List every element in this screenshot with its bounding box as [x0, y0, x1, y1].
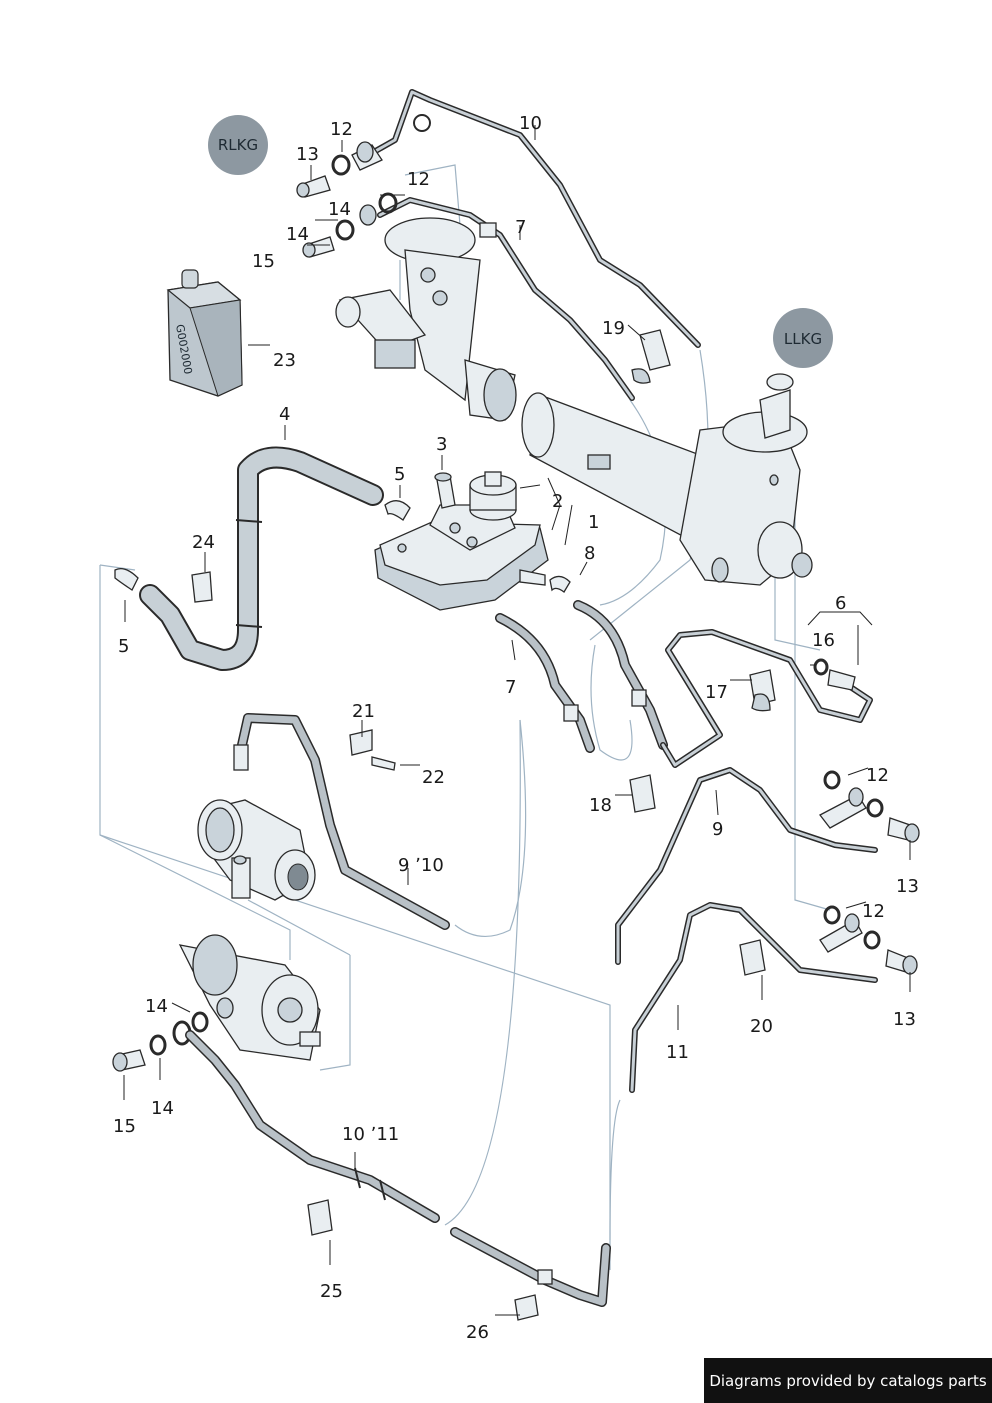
callout-8: 8: [584, 543, 595, 564]
callout-21: 21: [352, 701, 375, 722]
callout-22: 22: [422, 767, 445, 788]
rlkg-badge-text: RLKG: [218, 136, 258, 154]
fluid-reservoir: [374, 471, 549, 611]
callout-13a: 13: [296, 144, 319, 165]
callout-16: 16: [812, 630, 835, 651]
callout-15a: 15: [252, 251, 275, 272]
return-pipe-7-upper: [377, 197, 635, 401]
pipe-11-right: [629, 902, 878, 1093]
callout-15b: 15: [113, 1116, 136, 1137]
pipe-9-right: [615, 767, 878, 965]
pressure-line-9-10: [233, 713, 450, 930]
callout-14a: 14: [328, 199, 351, 220]
hose-clamps: [114, 500, 571, 603]
callout-4: 4: [279, 404, 290, 425]
callout-5b: 5: [118, 636, 129, 657]
callout-9-10: 9 ʼ10: [398, 855, 444, 876]
llkg-badge-text: LLKG: [784, 330, 822, 348]
callout-24: 24: [192, 532, 215, 553]
callout-19: 19: [602, 318, 625, 339]
callout-9a: 9: [712, 819, 723, 840]
callout-12a: 12: [330, 119, 353, 140]
power-steering-pump-lower: [178, 934, 321, 1061]
callout-11: 11: [666, 1042, 689, 1063]
bolt-3: [434, 472, 456, 509]
right-fittings: [823, 770, 920, 975]
callout-1: 1: [588, 512, 599, 533]
callout-10-11: 10 ʼ11: [342, 1124, 399, 1145]
callout-6: 6: [835, 593, 846, 614]
return-hose-right: [573, 600, 668, 750]
llkg-badge: LLKG: [773, 308, 833, 368]
callout-23: 23: [273, 350, 296, 371]
callout-18: 18: [589, 795, 612, 816]
steering-gear-upper: [335, 217, 517, 422]
rlkg-badge: RLKG: [208, 115, 268, 175]
callout-leaders: [123, 125, 911, 1316]
return-hose-7-lower: [495, 613, 595, 753]
pressure-pipe-10: [351, 89, 701, 348]
callout-10: 10: [519, 113, 542, 134]
callout-26: 26: [466, 1322, 489, 1343]
callout-25: 25: [320, 1281, 343, 1302]
power-steering-pump-upper: [197, 799, 316, 901]
pipe-holders: [307, 329, 776, 1321]
hydraulic-fluid-container: G002000: [166, 269, 243, 397]
callout-numbers: 1 2 3 4 5 5 6 7 7 8 9 9 ʼ10 10 10 ʼ11 11…: [113, 113, 919, 1343]
top-fittings: [296, 141, 398, 258]
steering-gear-rack: [521, 373, 813, 586]
callout-14b: 14: [286, 224, 309, 245]
callout-13b: 13: [896, 876, 919, 897]
callout-13c: 13: [893, 1009, 916, 1030]
attribution-label: Diagrams provided by catalogs parts: [704, 1358, 992, 1403]
callout-14c: 14: [145, 996, 168, 1017]
callout-5a: 5: [394, 464, 405, 485]
callout-12b: 12: [407, 169, 430, 190]
callout-3: 3: [436, 434, 447, 455]
lower-pipe-26: [450, 1227, 611, 1307]
callout-12c: 12: [866, 765, 889, 786]
intake-hose-4: [139, 446, 384, 671]
callout-7b: 7: [505, 677, 516, 698]
lower-hose-10-11: [185, 1030, 440, 1223]
callout-7a: 7: [515, 217, 526, 238]
callout-20: 20: [750, 1016, 773, 1037]
return-pipe-6: [660, 629, 873, 768]
callout-2: 2: [552, 491, 563, 512]
callout-12d: 12: [862, 901, 885, 922]
callout-14d: 14: [151, 1098, 174, 1119]
callout-17: 17: [705, 682, 728, 703]
